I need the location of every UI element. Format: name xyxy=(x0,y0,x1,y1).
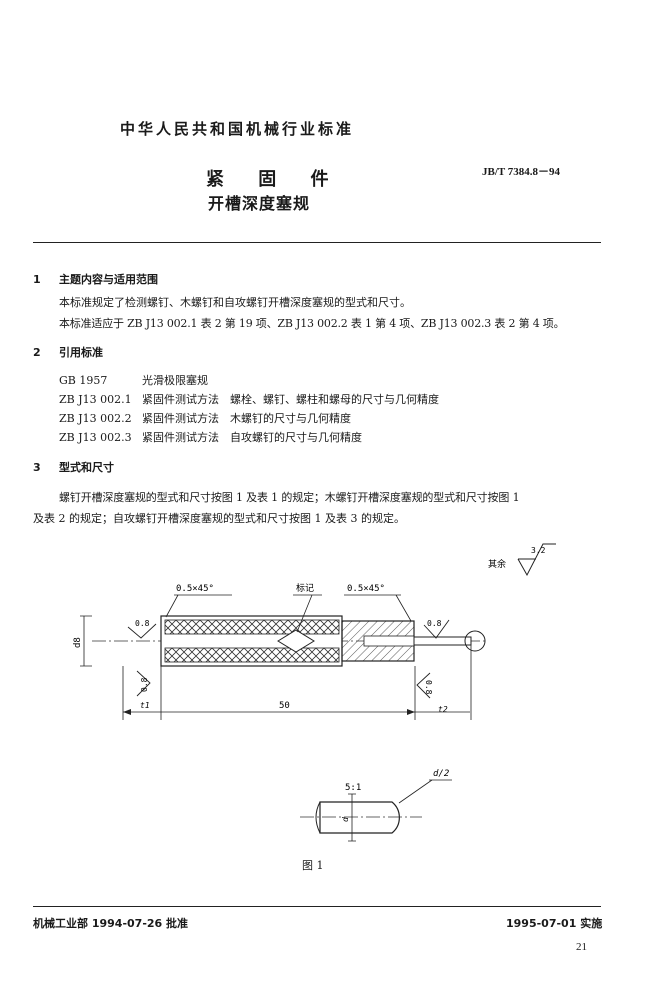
section-1-paragraph-2: 本标准适应于 ZB J13 002.1 表 2 第 19 项、ZB J13 00… xyxy=(59,317,565,330)
roughness-symbol-right: 0.8 xyxy=(423,619,450,639)
svg-text:0.8: 0.8 xyxy=(140,677,149,692)
reference-item: ZB J13 002.3 紧固件测试方法 自攻螺钉的尺寸与几何精度 xyxy=(59,429,362,445)
detail-scale-label: 5:1 xyxy=(345,783,361,793)
diameter-dimension xyxy=(80,615,92,667)
chamfer-left-leader xyxy=(165,594,232,618)
section-3-paragraph-1: 螺钉开槽深度塞规的型式和尺寸按图 1 及表 1 的规定；木螺钉开槽深度塞规的型式… xyxy=(59,491,520,504)
length-dimension-line xyxy=(123,666,415,720)
t1-label: t1 xyxy=(140,701,150,710)
section-1-paragraph-1: 本标准规定了检测螺钉、木螺钉和自攻螺钉开槽深度塞规的型式和尺寸。 xyxy=(59,296,411,309)
detail-pin-tip xyxy=(319,801,400,834)
svg-text:0.8: 0.8 xyxy=(424,680,433,695)
document-subtitle: 开槽深度塞规 xyxy=(208,194,311,213)
knurl-bottom xyxy=(164,647,340,663)
reference-code: ZB J13 002.1 xyxy=(59,393,132,406)
svg-text:0.8: 0.8 xyxy=(135,619,150,628)
mark-diamond xyxy=(277,629,315,653)
mark-label: 标记 xyxy=(296,582,314,594)
svg-text:0.8: 0.8 xyxy=(427,619,442,628)
section-number: 1 xyxy=(33,273,41,286)
sleeve-bore xyxy=(363,635,415,647)
ministry-title: 中华人民共和国机械行业标准 xyxy=(120,120,355,138)
section-number: 2 xyxy=(33,346,41,359)
reference-item: ZB J13 002.2 紧固件测试方法 木螺钉的尺寸与几何精度 xyxy=(59,410,351,426)
roughness-symbol-left-end: 0.8 xyxy=(136,670,151,697)
section-3-heading: 3 型式和尺寸 xyxy=(33,459,114,475)
figure-caption: 图 1 xyxy=(302,859,324,872)
standard-code: JB/T 7384.8－94 xyxy=(482,166,561,178)
section-number: 3 xyxy=(33,461,41,474)
svg-text:3.2: 3.2 xyxy=(531,546,546,555)
section-title: 主题内容与适用范围 xyxy=(59,273,158,286)
figure-1-drawing: 其余 3.2 0.5×45° 标记 0.5×45° 0.8 0.8 d8 0.8 xyxy=(73,543,556,842)
reference-title: 光滑极限塞规 xyxy=(142,374,208,387)
chamfer-right-leader xyxy=(344,594,412,622)
detail-diameter-dimension xyxy=(348,793,356,842)
approval-date: 机械工业部 1994-07-26 批准 xyxy=(33,917,189,930)
reference-item: GB 1957 光滑极限塞规 xyxy=(59,372,208,388)
detail-radius-label: d/2 xyxy=(433,769,449,779)
knurl-top xyxy=(164,619,340,635)
rest-roughness-label: 其余 xyxy=(488,558,506,570)
footer-divider xyxy=(33,906,601,907)
detail-d-label: d xyxy=(341,817,350,822)
detail-break-line xyxy=(315,801,321,834)
reference-title: 紧固件测试方法 木螺钉的尺寸与几何精度 xyxy=(142,412,351,425)
measuring-pin xyxy=(413,636,472,646)
length-label: 50 xyxy=(279,701,290,711)
chamfer-right-label: 0.5×45° xyxy=(347,584,385,594)
roughness-symbol-right-end: 0.8 xyxy=(416,672,433,699)
detail-radius-leader xyxy=(398,779,452,804)
section-3-paragraph-2: 及表 2 的规定；自攻螺钉开槽深度塞规的型式和尺寸按图 1 及表 3 的规定。 xyxy=(33,512,405,525)
chamfer-left-label: 0.5×45° xyxy=(176,584,214,594)
section-title: 型式和尺寸 xyxy=(59,461,114,474)
t2-dimension xyxy=(415,641,472,720)
reference-item: ZB J13 002.1 紧固件测试方法 螺栓、螺钉、螺柱和螺母的尺寸与几何精度 xyxy=(59,391,439,407)
reference-code: ZB J13 002.2 xyxy=(59,412,132,425)
extension-lines xyxy=(122,666,416,720)
roughness-symbol-left: 0.8 xyxy=(127,619,157,639)
section-1-heading: 1 主题内容与适用范围 xyxy=(33,271,158,287)
mark-leader xyxy=(293,594,322,633)
reference-title: 紧固件测试方法 自攻螺钉的尺寸与几何精度 xyxy=(142,431,362,444)
rest-roughness-symbol: 3.2 xyxy=(517,543,556,577)
reference-code: GB 1957 xyxy=(59,374,108,387)
section-2-heading: 2 引用标准 xyxy=(33,344,103,360)
section-title: 引用标准 xyxy=(59,346,103,359)
reference-title: 紧固件测试方法 螺栓、螺钉、螺柱和螺母的尺寸与几何精度 xyxy=(142,393,439,406)
diameter-label: d8 xyxy=(73,637,83,648)
reference-code: ZB J13 002.3 xyxy=(59,431,132,444)
document-title: 紧 固 件 xyxy=(206,169,343,190)
t2-label: t2 xyxy=(438,705,448,714)
page-number: 21 xyxy=(576,941,587,953)
detail-callout-circle xyxy=(464,630,486,652)
implementation-date: 1995-07-01 实施 xyxy=(506,917,603,930)
header-divider xyxy=(33,242,601,243)
